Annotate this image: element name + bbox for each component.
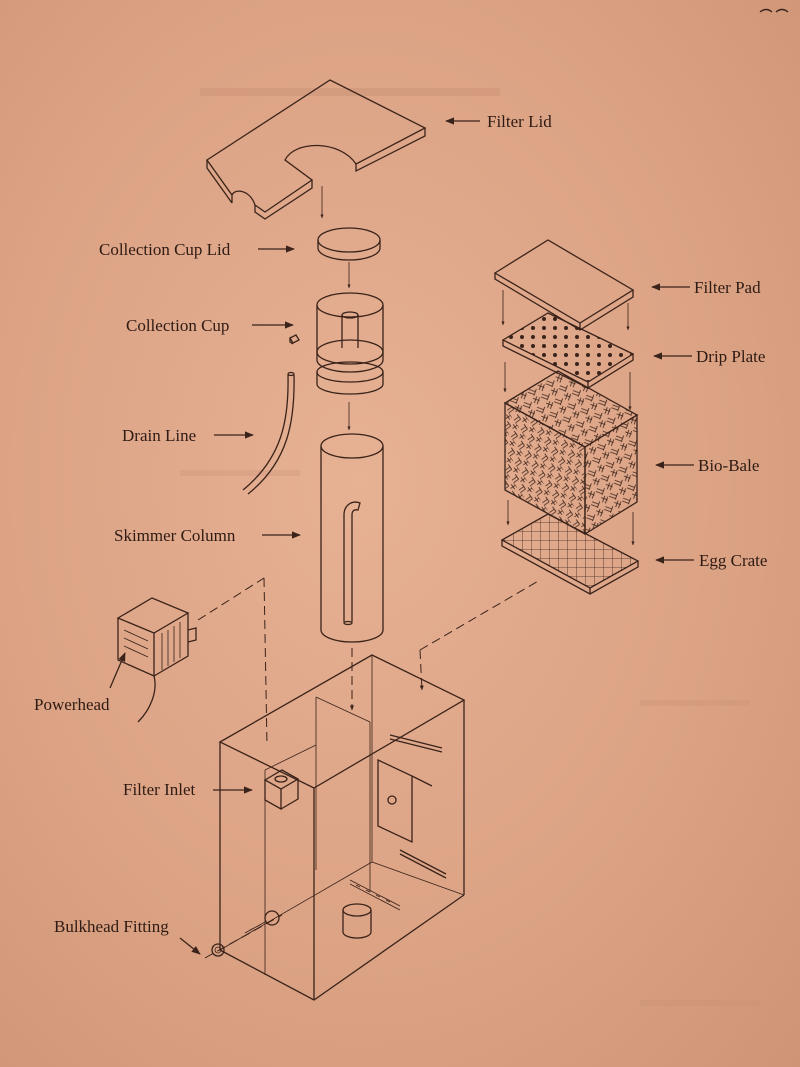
skimmer-column-label: Skimmer Column [114,526,236,545]
egg-crate-label: Egg Crate [699,551,767,570]
skimmer-column-part [320,433,384,643]
label-filter-inlet: Filter Inlet [123,780,253,799]
bio-bale-part [503,370,639,546]
label-collection-cup: Collection Cup [126,316,294,335]
collection-cup-lid-label: Collection Cup Lid [99,240,231,259]
filter-pad-label: Filter Pad [694,278,761,297]
egg-crate-part [500,513,640,595]
filter-inlet-label: Filter Inlet [123,780,196,799]
label-filter-pad: Filter Pad [651,278,761,297]
label-drain-line: Drain Line [122,426,254,445]
collection-cup-label: Collection Cup [126,316,229,335]
powerhead-part [109,577,268,747]
filter-lid-part [206,79,427,220]
drip-plate-label: Drip Plate [696,347,765,366]
drain-line-part [242,371,295,495]
label-powerhead: Powerhead [34,695,110,714]
label-egg-crate: Egg Crate [655,551,767,570]
label-skimmer-column: Skimmer Column [114,526,301,545]
collection-cup-part [289,292,384,431]
filter-pad-part [493,239,635,331]
label-filter-lid: Filter Lid [445,112,552,131]
page-bleed-through [180,8,789,1006]
filter-box-part [204,579,541,1001]
label-bulkhead-fitting: Bulkhead Fitting [54,917,201,955]
label-collection-cup-lid: Collection Cup Lid [99,240,295,259]
bulkhead-fitting-label: Bulkhead Fitting [54,917,169,936]
powerhead-label: Powerhead [34,695,110,714]
label-drip-plate: Drip Plate [653,347,765,366]
bio-bale-label: Bio-Bale [698,456,759,475]
label-bio-bale: Bio-Bale [655,456,759,475]
drain-line-label: Drain Line [122,426,196,445]
collection-cup-lid-part [317,227,381,289]
filter-lid-label: Filter Lid [487,112,552,131]
